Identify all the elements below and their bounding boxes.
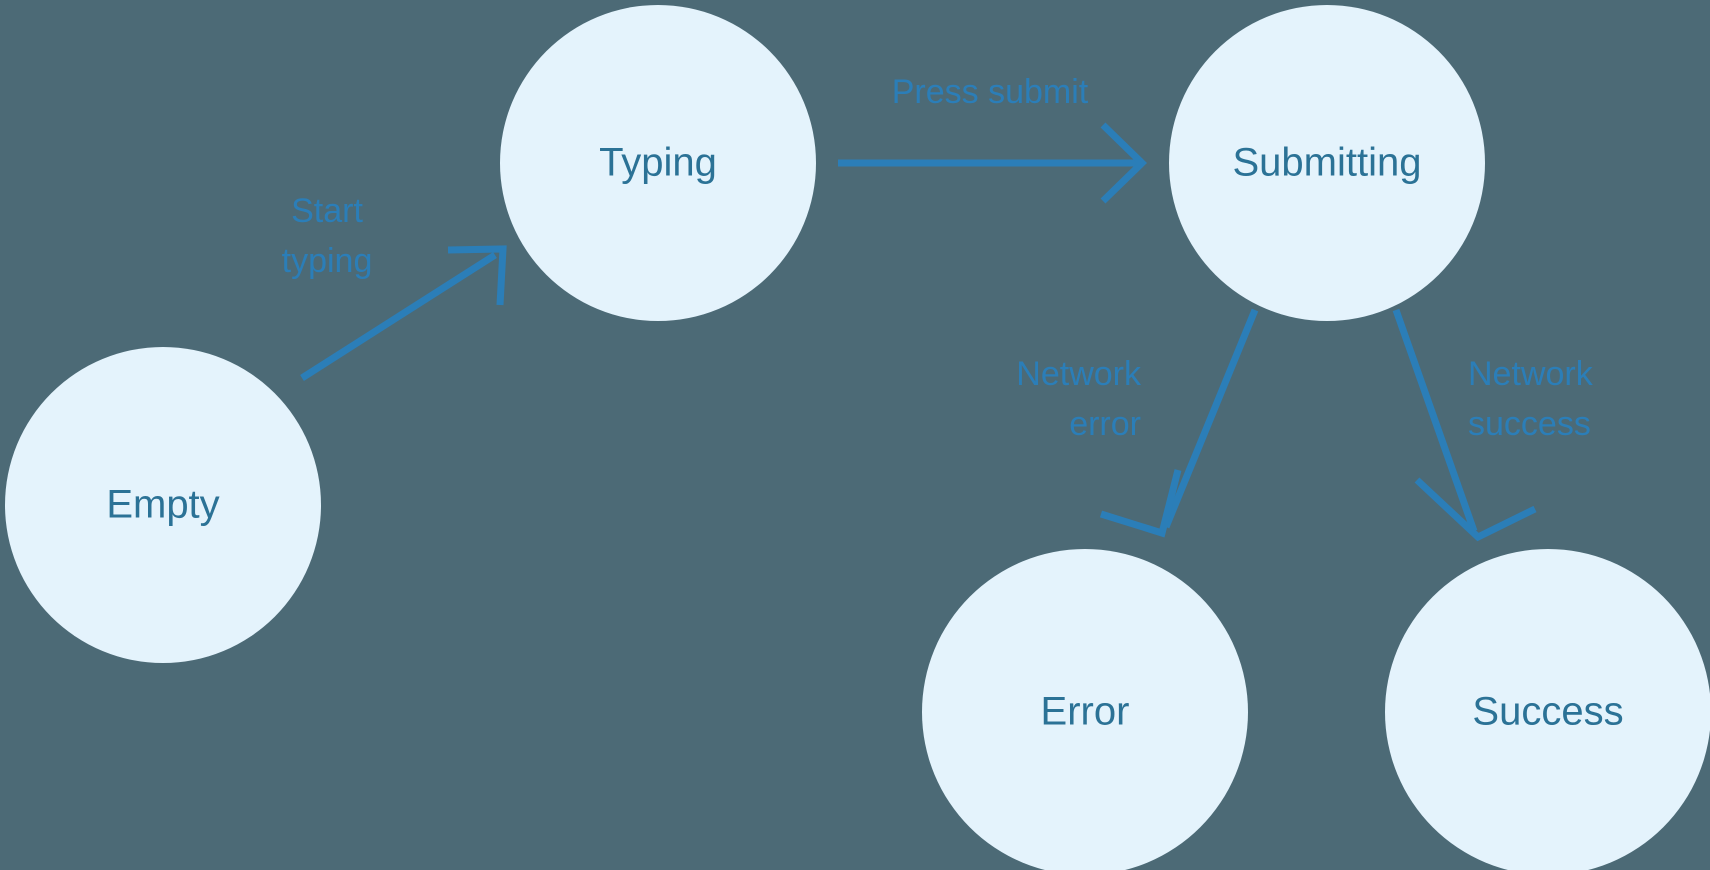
state-node-typing-circle (500, 5, 816, 321)
state-node-success-circle (1385, 549, 1710, 870)
state-node-submitting[interactable]: Submitting (1169, 5, 1485, 321)
transition-label-network-error: Network error (1016, 355, 1142, 443)
state-node-error-circle (922, 549, 1248, 870)
transition-submitting-to-success-line (1392, 308, 1478, 533)
state-node-empty[interactable]: Empty (5, 347, 321, 663)
transition-label-start-typing: Start typing (282, 192, 373, 280)
transition-submitting-to-error-line (1162, 308, 1259, 529)
state-node-empty-circle (5, 347, 321, 663)
transition-label-press-submit: Press submit (892, 73, 1089, 111)
transition-label-network-error-line-1: Network (1016, 355, 1142, 393)
transition-label-press-submit-line-1: Press submit (892, 73, 1089, 111)
state-node-success-label: Success (1472, 690, 1623, 734)
state-node-error[interactable]: Error (922, 549, 1248, 870)
state-node-submitting-label: Submitting (1233, 141, 1422, 185)
transition-submitting-to-error-arrowhead (1099, 469, 1182, 538)
transition-label-start-typing-line-2: typing (282, 242, 373, 280)
transition-typing-to-submitting (838, 122, 1148, 204)
transition-submitting-to-error (1099, 308, 1259, 538)
transition-label-network-success-line-2: success (1468, 405, 1591, 443)
transition-empty-to-typing (300, 245, 507, 381)
transition-empty-to-typing-arrowhead (447, 245, 507, 306)
state-node-success[interactable]: Success (1385, 549, 1710, 870)
state-node-typing[interactable]: Typing (500, 5, 816, 321)
transition-label-network-error-line-2: error (1069, 405, 1141, 443)
transition-label-start-typing-line-1: Start (291, 192, 363, 230)
transition-typing-to-submitting-arrowhead (1100, 122, 1148, 204)
state-node-empty-label: Empty (106, 483, 219, 527)
state-node-submitting-circle (1169, 5, 1485, 321)
transition-submitting-to-success-arrowhead (1414, 477, 1537, 542)
state-node-error-label: Error (1041, 690, 1130, 734)
transition-label-network-success-line-1: Network (1468, 355, 1594, 393)
transition-label-network-success: Network success (1468, 355, 1594, 443)
state-node-typing-label: Typing (599, 141, 717, 185)
transition-submitting-to-success (1392, 308, 1537, 542)
transition-empty-to-typing-line (300, 252, 497, 381)
